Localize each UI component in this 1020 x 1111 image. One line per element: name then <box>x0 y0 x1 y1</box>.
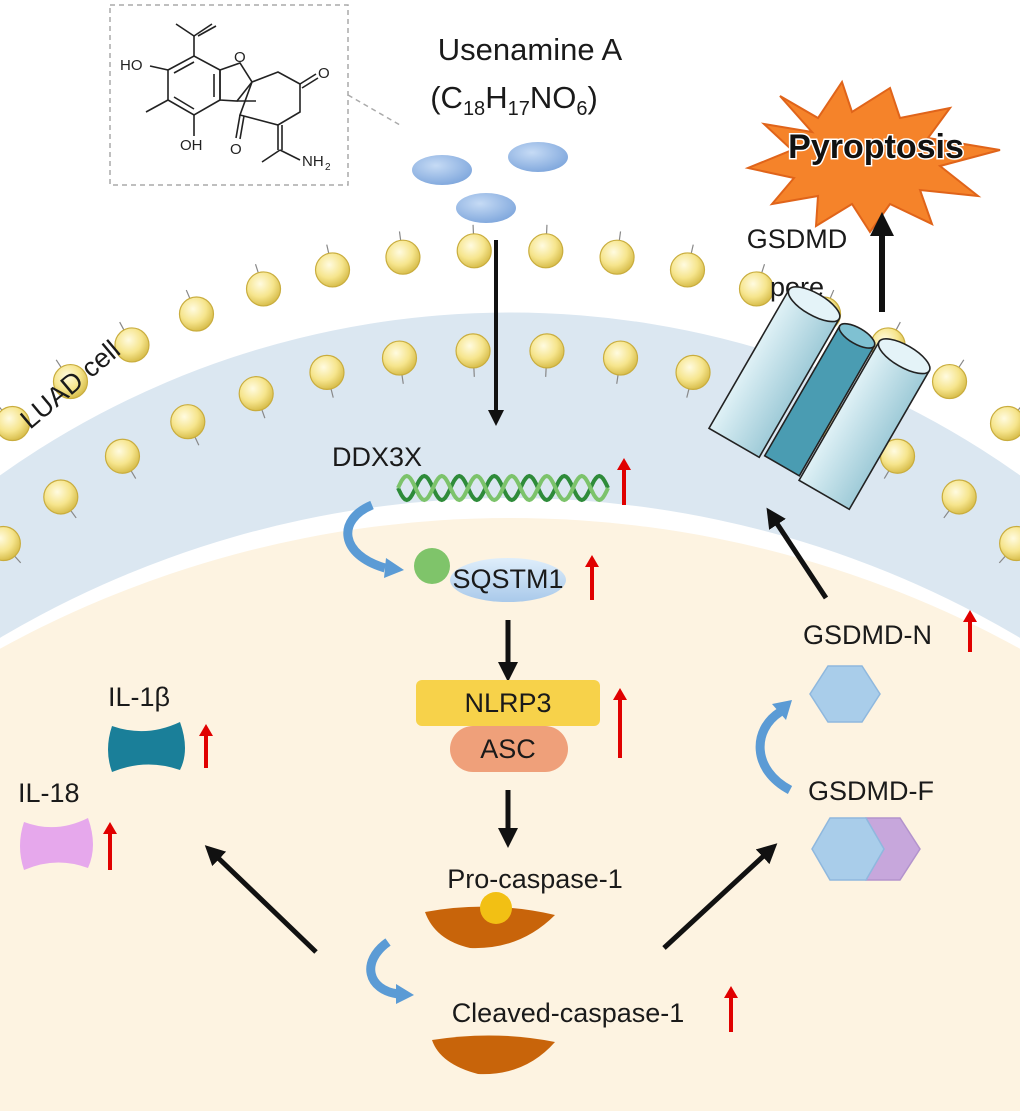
up-arrow-head <box>617 458 631 470</box>
molecule-pill <box>412 155 472 185</box>
nlrp3-label: NLRP3 <box>464 688 551 718</box>
lipid-head <box>178 296 215 332</box>
lipid-head <box>738 271 775 307</box>
nlrp3-up-arrow <box>613 688 627 758</box>
sqstm1-up-arrow <box>585 555 599 600</box>
molecule-pill <box>508 142 568 172</box>
lipid-head <box>456 233 492 269</box>
gsdmd-n-to-pore-arrow <box>766 507 829 600</box>
lipid-head <box>989 405 1020 442</box>
structure-connector <box>347 94 401 126</box>
gsdmd-n-up-arrow <box>963 610 977 652</box>
gsdmd-n-domain <box>811 817 885 881</box>
lipid-head <box>52 363 89 400</box>
ddx3x-label: DDX3X <box>332 442 422 472</box>
gsdmd-n-hexagon <box>809 665 881 723</box>
lipid-head <box>599 239 635 275</box>
structure-box <box>109 4 349 186</box>
ddx3x-dna-helix <box>396 473 610 503</box>
up-arrow-head <box>585 555 599 567</box>
lipid-head <box>669 252 706 288</box>
lipid-head <box>104 438 141 474</box>
structure-ho-top: HO <box>120 57 143 74</box>
lipid-head <box>999 525 1020 562</box>
structure-nh2: NH <box>302 153 324 170</box>
cleaved-caspase-protein <box>432 1035 555 1075</box>
il1b-protein <box>108 722 185 772</box>
up-arrow-head <box>103 822 117 834</box>
gsdmd-f-to-n-curved-arrow <box>755 708 793 794</box>
sqstm1-label: SQSTM1 <box>452 564 563 594</box>
pro-caspase-prodomain <box>480 892 512 924</box>
up-arrow-head <box>724 986 738 998</box>
gsdmd-pore-label-line1: GSDMD <box>747 224 848 254</box>
structure-nh2-subscript: 2 <box>325 162 331 173</box>
sqstm1-protein <box>450 558 566 602</box>
lipid-head <box>309 354 345 390</box>
pyroptosis-label: Pyroptosis <box>788 128 964 166</box>
up-arrow-head <box>963 610 977 622</box>
compound-formula: (C18H17NO6) <box>430 80 598 120</box>
cleaved-caspase-up-arrow <box>724 986 738 1032</box>
compound-name: Usenamine A <box>438 32 623 67</box>
ddx3x-up-arrow <box>617 458 631 505</box>
caspase-to-gsdmd-arrow <box>662 843 778 950</box>
asc-protein <box>450 726 568 772</box>
lipid-head <box>528 233 564 269</box>
il1b-label: IL-1β <box>108 682 170 712</box>
membrane-inner-heads <box>0 333 1020 564</box>
lipid-head <box>385 239 421 275</box>
pyroptosis-burst: Pyroptosis <box>744 79 1001 234</box>
dna-strand <box>396 473 610 503</box>
lipid-head <box>245 271 282 307</box>
procaspase-to-cleaved-curved-arrow <box>366 938 399 999</box>
gsdmd-pore <box>707 286 931 511</box>
lipid-head <box>675 354 711 390</box>
lipid-head <box>314 252 351 288</box>
up-arrow-head <box>613 688 627 700</box>
pro-caspase-protein <box>425 906 555 949</box>
curved-arrowhead <box>396 984 414 1004</box>
lipid-head <box>931 363 968 400</box>
lipid-head <box>602 340 639 376</box>
il18-label: IL-18 <box>18 778 80 808</box>
compound-structure: HO OH O O O NH 2 <box>109 4 401 186</box>
lipid-head <box>238 376 274 412</box>
curved-arrowhead <box>772 700 792 720</box>
sqstm1-ligand <box>414 548 450 584</box>
molecule-pill <box>456 193 516 223</box>
gsdmd-n-label: GSDMD-N <box>803 620 932 650</box>
structure-o-ring: O <box>234 49 246 66</box>
curved-arrowhead <box>384 558 404 578</box>
lipid-head <box>455 333 491 369</box>
il1b-up-arrow <box>199 724 213 768</box>
structure-o-bottom: O <box>230 141 242 158</box>
burst-shape <box>744 79 1001 234</box>
gsdmd-f-label: GSDMD-F <box>808 776 934 806</box>
caspase-to-interleukins-arrow <box>204 845 318 954</box>
pro-caspase-label: Pro-caspase-1 <box>447 864 623 894</box>
asc-label: ASC <box>480 734 536 764</box>
cleaved-caspase-label: Cleaved-caspase-1 <box>452 998 685 1028</box>
structure-oh-bottom: OH <box>180 137 203 154</box>
lipid-head <box>941 479 977 515</box>
lipid-head <box>43 479 79 515</box>
lipid-head <box>529 333 565 369</box>
lipid-head <box>0 405 31 442</box>
lipid-head <box>114 327 150 363</box>
structure-o-right: O <box>318 65 330 82</box>
ddx3x-to-sqstm1-curved-arrow <box>343 500 387 573</box>
nlrp3-protein <box>416 680 600 726</box>
il18-up-arrow <box>103 822 117 870</box>
lipid-head <box>0 525 21 562</box>
il18-protein <box>20 818 93 870</box>
furan-ring <box>219 62 253 102</box>
lipid-head <box>381 340 418 376</box>
up-arrow-head <box>199 724 213 736</box>
lipid-head <box>170 404 206 440</box>
usenamine-molecules <box>412 142 568 223</box>
